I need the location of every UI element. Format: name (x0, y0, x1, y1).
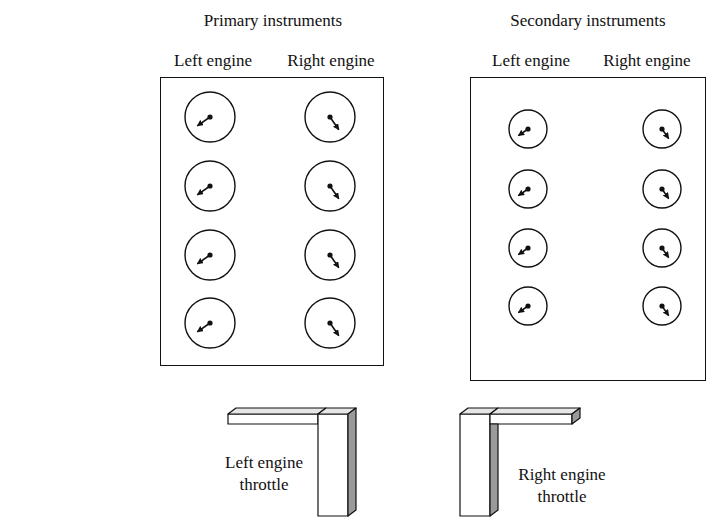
instrument-panel: Secondary instrumentsLeft engineRight en… (470, 77, 706, 381)
column-heading: Right engine (287, 51, 374, 71)
gauge-dial (509, 229, 547, 267)
panel-heading: Primary instruments (204, 11, 342, 31)
gauge-dial (643, 110, 681, 148)
gauge-dial (643, 287, 681, 325)
gauge-dial (643, 229, 681, 267)
gauge-dial (305, 230, 355, 280)
throttle-post (490, 424, 498, 516)
gauge-dial (305, 92, 355, 142)
throttle-post (318, 414, 348, 516)
gauge-dial (305, 161, 355, 211)
gauge-dial (185, 230, 235, 280)
panel-heading: Secondary instruments (510, 11, 665, 31)
throttle-arm (490, 414, 572, 424)
gauge-dial (185, 298, 235, 348)
gauge-dial (185, 92, 235, 142)
column-heading: Right engine (603, 51, 690, 71)
throttle-label: Right engine throttle (510, 464, 614, 508)
gauge-dial (509, 170, 547, 208)
throttle-arm (228, 408, 326, 414)
throttle-arm (490, 408, 580, 414)
throttle-label: Left engine throttle (214, 452, 314, 496)
gauge-dial (185, 161, 235, 211)
gauge-dial (305, 298, 355, 348)
throttle-post (460, 414, 490, 516)
gauge-dial (509, 287, 547, 325)
instrument-panel: Primary instrumentsLeft engineRight engi… (160, 77, 384, 366)
gauge-dial (509, 110, 547, 148)
gauge-dial (643, 170, 681, 208)
throttle-arm (228, 414, 318, 424)
throttle-arm (572, 408, 580, 424)
throttle-post (348, 408, 356, 516)
column-heading: Left engine (174, 51, 252, 71)
column-heading: Left engine (492, 51, 570, 71)
